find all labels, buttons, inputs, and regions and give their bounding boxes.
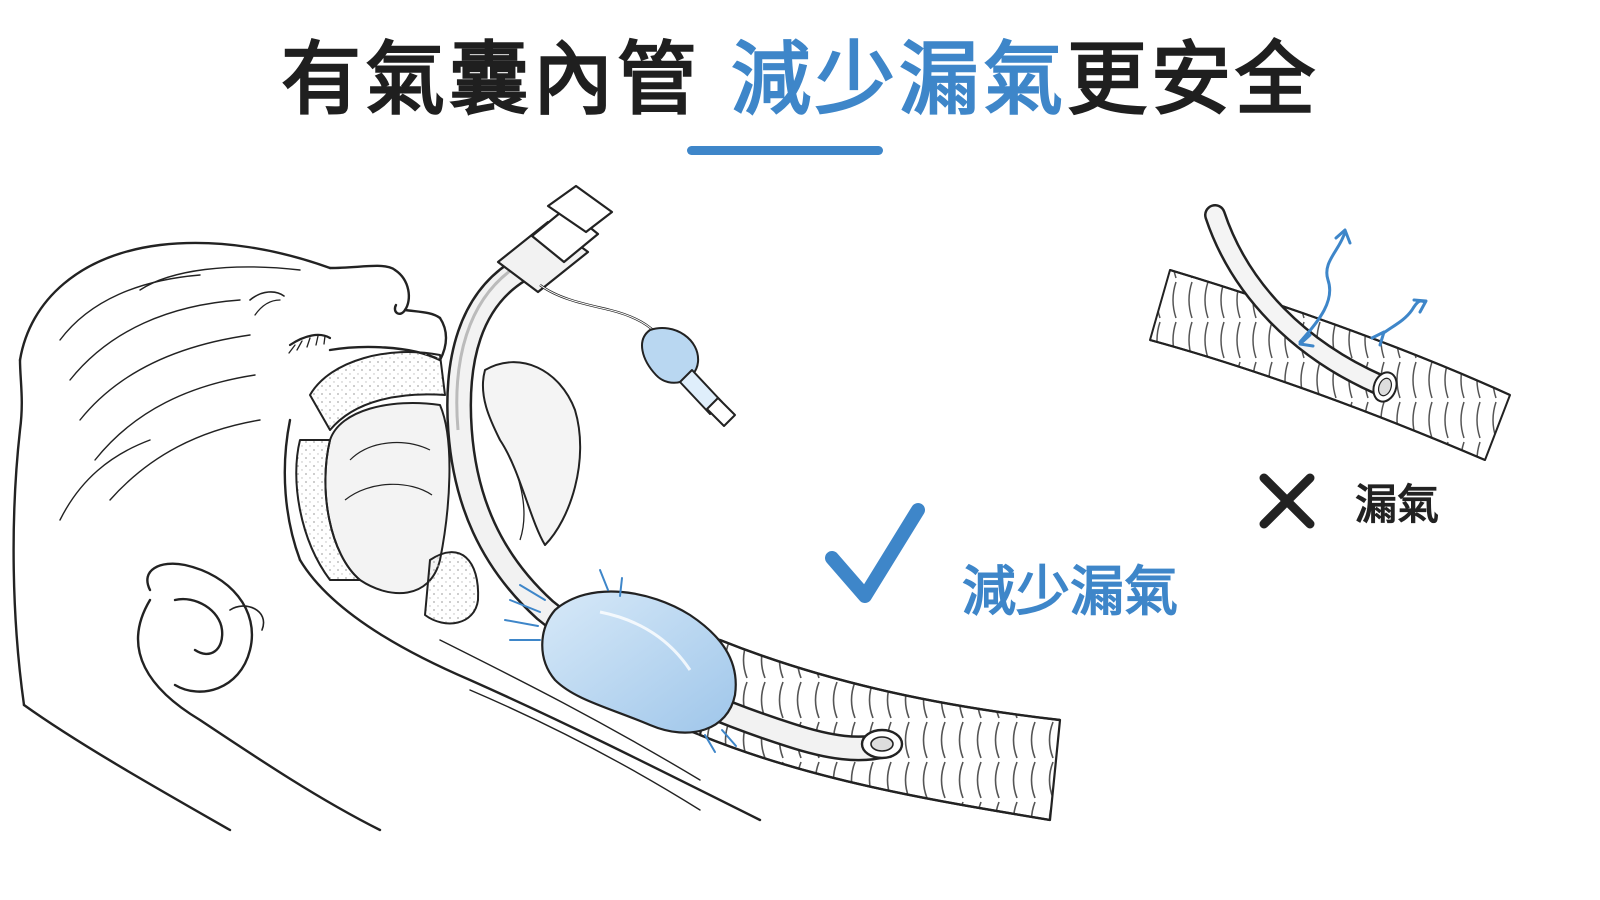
label-reduced-leak: 減少漏氣 [962, 560, 1178, 623]
leak-inset-tube [1204, 204, 1391, 396]
x-icon [1259, 473, 1315, 529]
pilot-balloon [539, 284, 736, 427]
tube-connector [496, 184, 614, 294]
page-title: 有氣囊內管減少漏氣更安全 [0, 30, 1600, 130]
cuff-balloon [541, 590, 737, 734]
label-leak: 漏氣 [1355, 480, 1440, 529]
title-underline [687, 146, 883, 155]
seal-lines [504, 569, 737, 753]
check-icon [825, 503, 925, 603]
tube-tip-lumen [870, 736, 894, 752]
patient-head [12, 241, 762, 832]
oral-cavity [295, 351, 582, 625]
title-part-end: 更安全 [1067, 33, 1319, 126]
title-part-main: 有氣囊內管 [281, 33, 701, 126]
endotracheal-tube [446, 257, 898, 762]
leak-arrows [1298, 228, 1428, 348]
title-part-highlight: 減少漏氣 [731, 33, 1067, 126]
